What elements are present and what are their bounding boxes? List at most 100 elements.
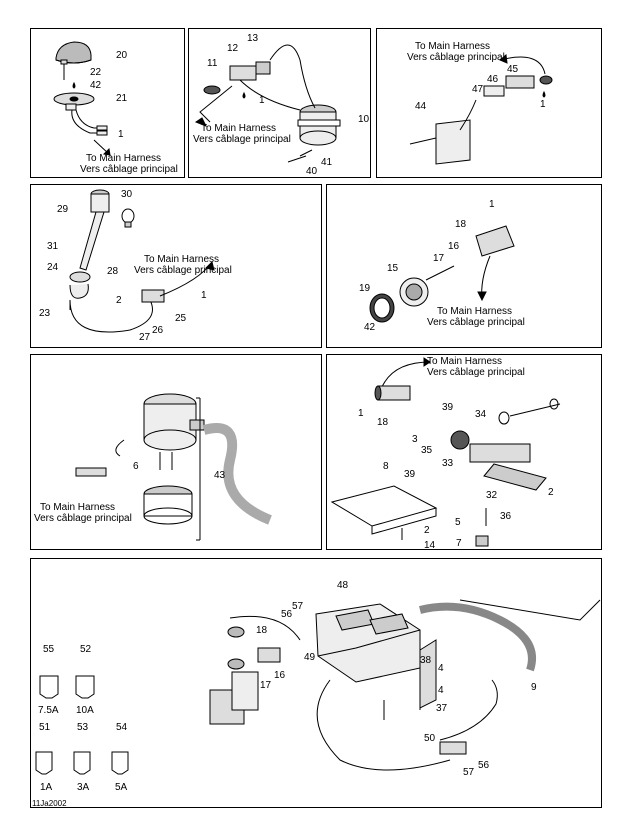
plug-18-panel8-drawing [227,626,281,670]
label-2-p7a: 2 [548,487,554,498]
label-29: 29 [57,204,69,215]
harness-label-en-p2: To Main Harness [201,123,277,134]
label-21: 21 [116,93,128,104]
label-44: 44 [415,101,427,112]
label-19: 19 [359,283,371,294]
ground-wire-panel8 [316,679,451,771]
fuses-drawing [35,675,129,775]
switch-body-drawing [450,430,547,491]
label-32: 32 [486,490,498,501]
label-27: 27 [139,332,151,343]
label-56-p8b: 56 [478,760,490,771]
fuse-52-rating: 10A [76,705,94,716]
label-47: 47 [472,84,484,95]
screw-22-drawing [60,59,68,80]
label-7: 7 [456,538,462,549]
housing-18-drawing [475,225,515,257]
bracket-wire-panel3 [459,99,477,131]
pump-drawing [143,393,205,451]
fuse-54-number: 54 [116,722,128,733]
label-1-p1: 1 [118,129,124,140]
light-wire-panel4 [69,299,153,333]
label-18-p8: 18 [256,625,268,636]
label-37: 37 [436,703,448,714]
harness-label-en-p6: To Main Harness [40,502,116,513]
label-31: 31 [47,241,59,252]
bolt-34-drawing [498,398,561,425]
label-45: 45 [507,64,519,75]
label-46: 46 [487,74,499,85]
bracket-44-drawing [409,119,471,165]
label-16-p5: 16 [448,241,460,252]
panel-navigation-light [30,184,322,348]
drop-1-panel3-icon [542,90,546,98]
label-1-p2: 1 [259,95,265,106]
gauge-cap-drawing [55,41,92,64]
panel-socket-assembly [326,184,602,348]
label-4-b: 4 [438,685,444,696]
label-1-p7: 1 [358,408,364,419]
fuse-53-number: 53 [77,722,89,733]
harness-label-fr-p2: Vers câblage principal [193,134,291,145]
label-3: 3 [412,434,418,445]
label-50: 50 [424,733,436,744]
horn-wire-2b [239,79,301,111]
fuse-51-rating: 1A [40,782,53,793]
harness-label-en-p4: To Main Harness [144,254,220,265]
socket-19-drawing [369,293,395,323]
hose-43 [202,423,272,525]
connector-wire-panel8 [439,679,498,741]
pump-wire-panel6 [115,439,125,457]
connector-50 [439,741,467,755]
label-38: 38 [420,655,432,666]
harness-label-fr-p7: Vers câblage principal [427,367,525,378]
fuse-53-rating: 3A [77,782,90,793]
light-base-drawing [69,271,91,299]
connector-11-drawing [203,61,271,95]
pump-connector-panel6 [75,467,107,477]
label-36: 36 [500,511,512,522]
harness-label-fr-p5: Vers câblage principal [427,317,525,328]
drop-42-icon [72,81,76,89]
label-12: 12 [227,43,239,54]
label-56-p8a: 56 [281,609,293,620]
label-15: 15 [387,263,399,274]
label-34: 34 [475,409,487,420]
connector-25 [141,289,165,303]
harness-label-fr-p4: Vers câblage principal [134,265,232,276]
label-8: 8 [383,461,389,472]
label-26: 26 [152,325,164,336]
horn-body-drawing [297,104,341,146]
screw-41 [299,149,313,157]
panel-bilge-pump [30,354,322,550]
bulb-30-drawing [121,208,135,228]
harness-label-en-p7: To Main Harness [427,356,503,367]
bracket-38 [419,639,437,709]
label-14: 14 [424,540,436,551]
label-13: 13 [247,33,259,44]
harness-label-fr-p3: Vers câblage principal [407,52,505,63]
switch-block-drawing [209,671,259,725]
fuse-51-number: 51 [39,722,51,733]
harness-9 [419,602,536,672]
label-18-p5: 18 [455,219,467,230]
label-41: 41 [321,157,333,168]
label-9: 9 [531,682,537,693]
panel-connector-bracket [376,28,602,178]
light-pole-drawing [79,189,110,271]
label-1-p3: 1 [540,99,546,110]
drop-1-panel2-icon [242,91,246,99]
label-40: 40 [306,166,318,177]
label-28: 28 [107,266,119,277]
panel-horn-relay [188,28,371,178]
screw-40 [287,155,307,163]
label-2-p7b: 2 [424,525,430,536]
label-30: 30 [121,189,133,200]
plate-8-drawing [330,485,438,535]
harness-label-en-p5: To Main Harness [437,306,513,317]
harness-9-branch [459,599,601,621]
fuse-55-rating: 7.5A [38,705,59,716]
harness-label-en-p3: To Main Harness [415,41,491,52]
harness-arrow-panel2 [199,85,233,123]
fuse-55-number: 55 [43,644,55,655]
